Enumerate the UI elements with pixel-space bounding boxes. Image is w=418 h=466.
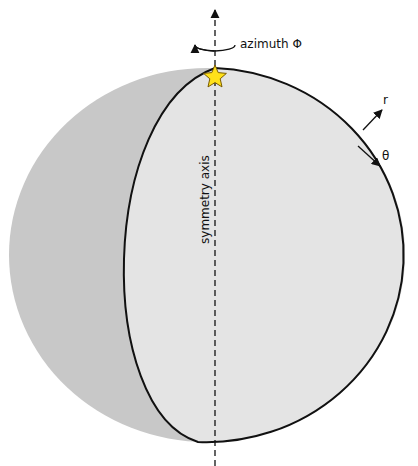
azimuth-rotation-arc-lower xyxy=(195,45,214,51)
radial-label: r xyxy=(383,94,388,107)
axis-label: symmetry axis xyxy=(198,156,211,245)
polar-angle-label: θ xyxy=(382,150,389,163)
theta-direction-arrow xyxy=(358,146,380,166)
azimuth-rotation-arc xyxy=(195,45,235,51)
cut-face xyxy=(124,68,404,442)
sphere-back xyxy=(9,68,405,442)
source-star xyxy=(204,65,227,87)
r-direction-arrow xyxy=(363,110,382,130)
azimuth-label: azimuth Φ xyxy=(240,38,302,51)
